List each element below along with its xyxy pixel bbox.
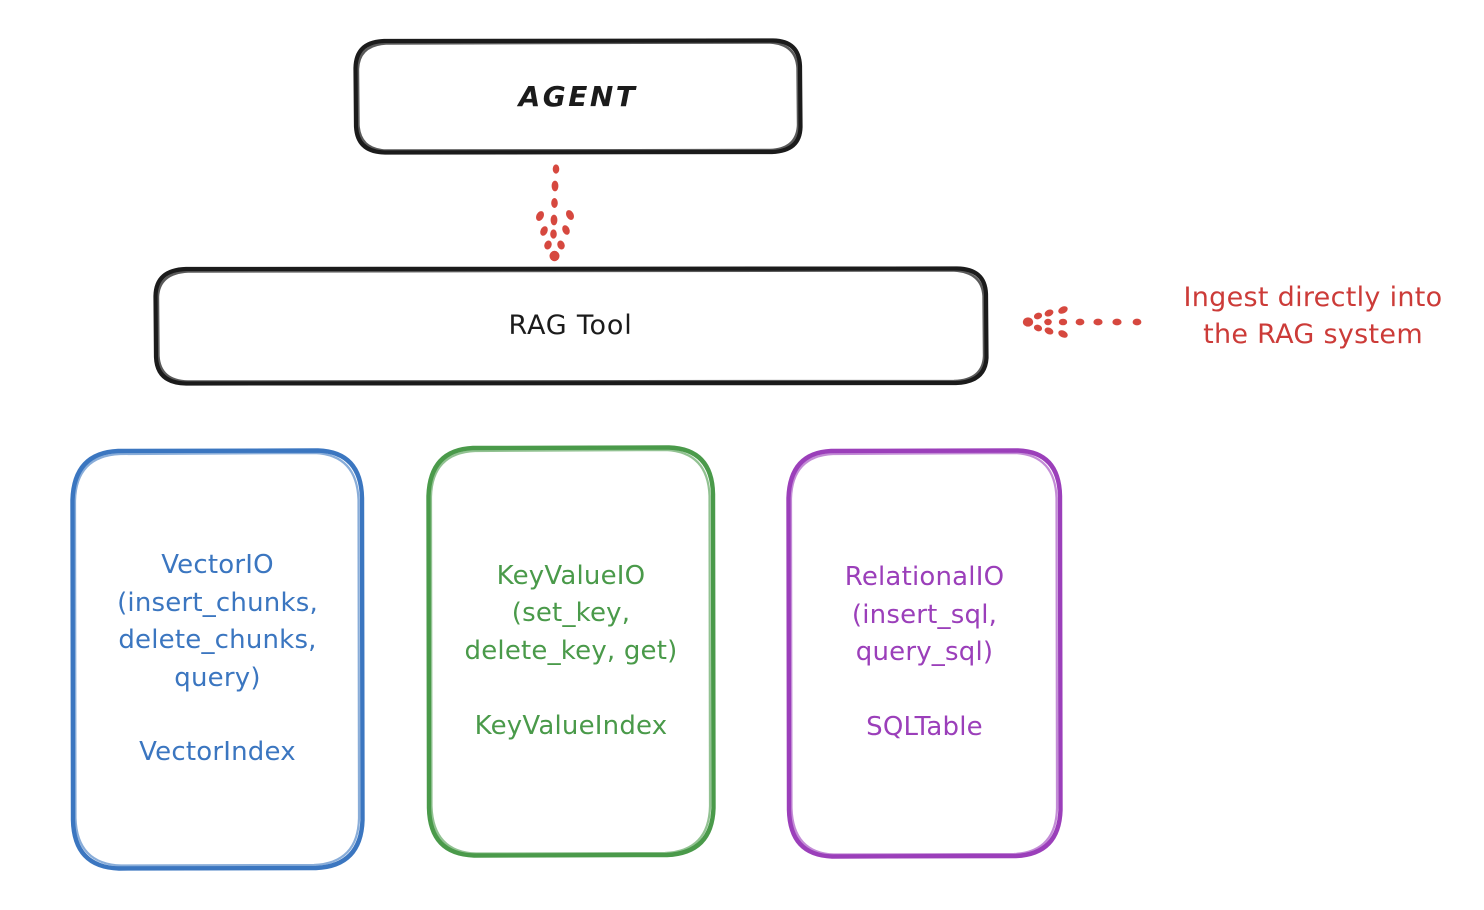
- ingest-annotation-arrow: [1022, 306, 1142, 338]
- node-rag-tool[interactable]: RAG Tool: [155, 268, 986, 384]
- node-relational-io-label: RelationalIO (insert_sql, query_sql) SQL…: [844, 562, 1005, 743]
- node-relational-io[interactable]: RelationalIO (insert_sql, query_sql) SQL…: [788, 450, 1061, 856]
- node-vector-io[interactable]: VectorIO (insert_chunks, delete_chunks, …: [72, 450, 363, 869]
- node-key-value-io-label: KeyValueIO (set_key, delete_key, get) Ke…: [464, 560, 678, 741]
- annotation-ingest-text: Ingest directly into the RAG system: [1183, 282, 1443, 351]
- node-agent[interactable]: AGENT: [355, 40, 801, 153]
- node-rag-tool-label: RAG Tool: [508, 309, 633, 341]
- node-key-value-io[interactable]: KeyValueIO (set_key, delete_key, get) Ke…: [428, 447, 714, 856]
- annotation-ingest: Ingest directly into the RAG system: [1148, 279, 1478, 354]
- node-vector-io-label: VectorIO (insert_chunks, delete_chunks, …: [117, 550, 318, 768]
- agent-to-rag-tool-arrow: [535, 164, 575, 262]
- node-agent-label: AGENT: [518, 79, 638, 113]
